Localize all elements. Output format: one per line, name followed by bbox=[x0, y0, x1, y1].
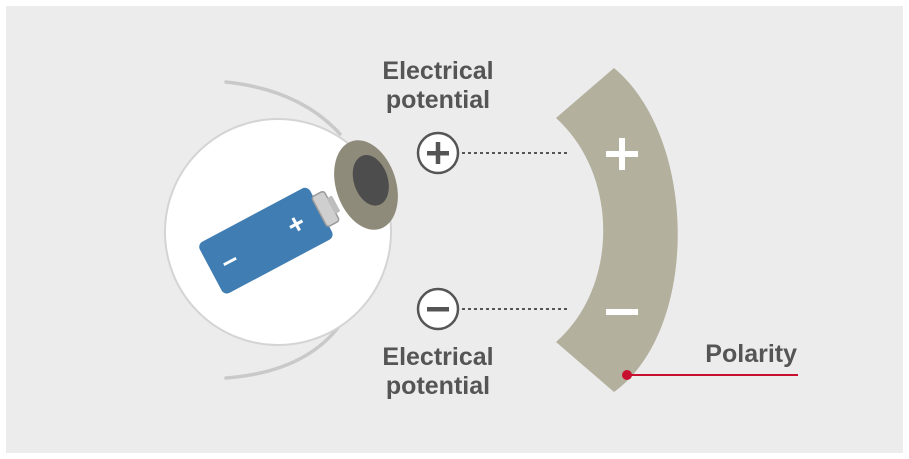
battery-terminal-nub bbox=[327, 195, 340, 214]
background-panel bbox=[6, 6, 903, 453]
lower-eyelid-arc bbox=[224, 323, 342, 380]
plus-circle-icon bbox=[416, 131, 460, 175]
upper-eyelid-arc bbox=[224, 80, 342, 136]
minus-circle-icon bbox=[416, 287, 460, 331]
polarity-label: Polarity bbox=[705, 340, 797, 368]
curved-lens-band bbox=[556, 68, 678, 392]
battery-icon: + – bbox=[199, 187, 340, 294]
lens-minus-sign bbox=[606, 309, 638, 315]
iris bbox=[334, 140, 398, 230]
lens-plus-sign bbox=[606, 138, 638, 170]
top-potential-label-line1: Electrical bbox=[382, 57, 493, 85]
top-potential-label-line2: potential bbox=[386, 86, 490, 114]
bottom-potential-label-line2: potential bbox=[386, 372, 490, 400]
lens-icon bbox=[556, 68, 678, 392]
bottom-potential-label-line1: Electrical bbox=[382, 343, 493, 371]
battery-body bbox=[199, 187, 333, 294]
